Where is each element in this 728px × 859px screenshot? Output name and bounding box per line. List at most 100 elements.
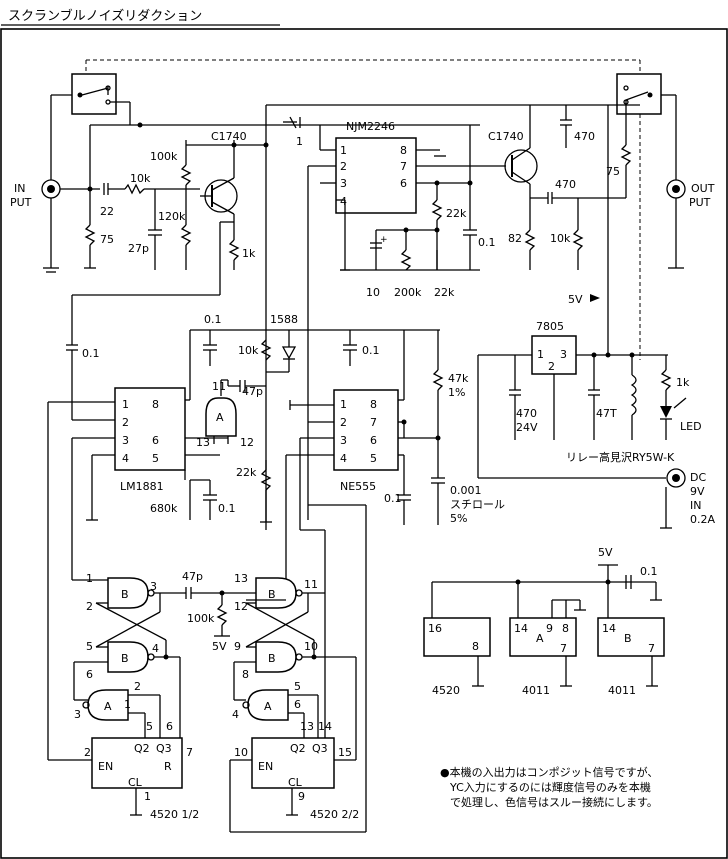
svg-text:B: B: [121, 588, 129, 601]
svg-text:2: 2: [84, 746, 91, 759]
svg-text:13: 13: [196, 436, 210, 449]
c01-c-label: 0.1: [204, 313, 222, 326]
svg-text:1: 1: [144, 790, 151, 803]
svg-text:B: B: [268, 588, 276, 601]
c470-a-label: 470: [574, 130, 595, 143]
dc-label-2: 9V: [690, 485, 705, 498]
svg-text:1: 1: [124, 698, 131, 711]
svg-text:4: 4: [232, 708, 239, 721]
svg-text:B: B: [624, 632, 632, 645]
c01-b-label: 0.1: [478, 236, 496, 249]
r200k-label: 200k: [394, 286, 422, 299]
svg-text:14: 14: [318, 720, 332, 733]
r680k-label: 680k: [150, 502, 178, 515]
svg-text:2: 2: [340, 160, 347, 173]
c01-d-label: 0.1: [362, 344, 380, 357]
pkg-4520: [423, 617, 491, 657]
svg-text:4: 4: [340, 195, 347, 208]
svg-text:3: 3: [560, 348, 567, 361]
svg-text:1: 1: [340, 398, 347, 411]
svg-text:9: 9: [298, 790, 305, 803]
nand-b4: [255, 641, 297, 673]
power-section: 7805 1 2 3 470 24V 47T 1k LED リレー高見沢RY5W…: [477, 320, 715, 529]
c1-top-label: 1: [296, 135, 303, 148]
svg-text:15: 15: [338, 746, 352, 759]
r10k-b-label: 10k: [550, 232, 571, 245]
cnt2-label: 4520 2/2: [310, 808, 359, 821]
note-block: ●本機の入出力はコンポジット信号ですが、 YC入力にするのには輝度信号のみを本機…: [440, 765, 658, 809]
c01-e-label: 0.1: [218, 502, 236, 515]
svg-text:5: 5: [152, 452, 159, 465]
svg-text:11: 11: [212, 380, 226, 393]
c0001-label-3: 5%: [450, 512, 467, 525]
p4011b-label: 4011: [608, 684, 636, 697]
r10k-c-label: 10k: [238, 344, 259, 357]
c27p-label: 27p: [128, 242, 149, 255]
r1k-a-label: 1k: [242, 247, 256, 260]
svg-text:1: 1: [537, 348, 544, 361]
r100k-a-label: 100k: [150, 150, 178, 163]
r22k-b-label: 22k: [434, 286, 455, 299]
counter-4520-a: [91, 737, 183, 789]
in-label-1: IN: [14, 182, 25, 195]
svg-text:10: 10: [234, 746, 248, 759]
c1740-b-label: C1740: [488, 130, 524, 143]
svg-text:EN: EN: [258, 760, 273, 773]
svg-text:8: 8: [152, 398, 159, 411]
dc-jack[interactable]: [666, 468, 686, 488]
r10k-b: [572, 229, 584, 251]
svg-text:6: 6: [294, 698, 301, 711]
diode-1588: [281, 346, 297, 360]
svg-text:1: 1: [86, 572, 93, 585]
r47k: [432, 369, 444, 391]
c470-24-label-2: 24V: [516, 421, 538, 434]
v5-logic-label: 5V: [598, 546, 613, 559]
svg-text:2: 2: [340, 416, 347, 429]
svg-text:6: 6: [370, 434, 377, 447]
ne555-chip: [333, 389, 399, 471]
note-line-3: で処理し、色信号はスルー接続にします。: [450, 795, 658, 809]
r75-in: [84, 224, 96, 246]
r75-in-label: 75: [100, 233, 114, 246]
svg-text:16: 16: [428, 622, 442, 635]
r200k: [400, 249, 412, 271]
svg-text:Q2: Q2: [290, 742, 306, 755]
svg-text:8: 8: [472, 640, 479, 653]
gate-a-mid-label: A: [216, 411, 224, 424]
led-label: LED: [680, 420, 702, 433]
svg-text:7: 7: [186, 746, 193, 759]
ne555-label: NE555: [340, 480, 376, 493]
r22k-c-label: 22k: [236, 466, 257, 479]
svg-text:7: 7: [370, 416, 377, 429]
r22k-a-label: 22k: [446, 207, 467, 220]
r10k-a-label: 10k: [130, 172, 151, 185]
svg-text:5: 5: [294, 680, 301, 693]
cnt1-label: 4520 1/2: [150, 808, 199, 821]
relay-contacts: [71, 59, 662, 360]
svg-text:+: +: [380, 235, 388, 245]
reg-label: 7805: [536, 320, 564, 333]
svg-text:11: 11: [304, 578, 318, 591]
p4011a-label: 4011: [522, 684, 550, 697]
c47p-a-label: 47p: [242, 385, 263, 398]
svg-text:13: 13: [234, 572, 248, 585]
dc-label-1: DC: [690, 471, 706, 484]
nand-a1: [87, 689, 129, 721]
c22-label: 22: [100, 205, 114, 218]
p4520-label: 4520: [432, 684, 460, 697]
svg-text:8: 8: [562, 622, 569, 635]
svg-text:13: 13: [300, 720, 314, 733]
r22k-c: [260, 469, 272, 491]
svg-text:9: 9: [234, 640, 241, 653]
svg-text:14: 14: [602, 622, 616, 635]
c1740-a-label: C1740: [211, 130, 247, 143]
r1k-b-label: 1k: [676, 376, 690, 389]
svg-text:B: B: [121, 652, 129, 665]
c01-a-label: 0.1: [82, 347, 100, 360]
pkg-4011-b: [597, 617, 665, 657]
nand-a-mid: [205, 397, 237, 437]
njm2246-chip: [335, 137, 417, 214]
svg-text:1: 1: [340, 144, 347, 157]
svg-text:3: 3: [340, 434, 347, 447]
r1k-a: [228, 239, 240, 261]
